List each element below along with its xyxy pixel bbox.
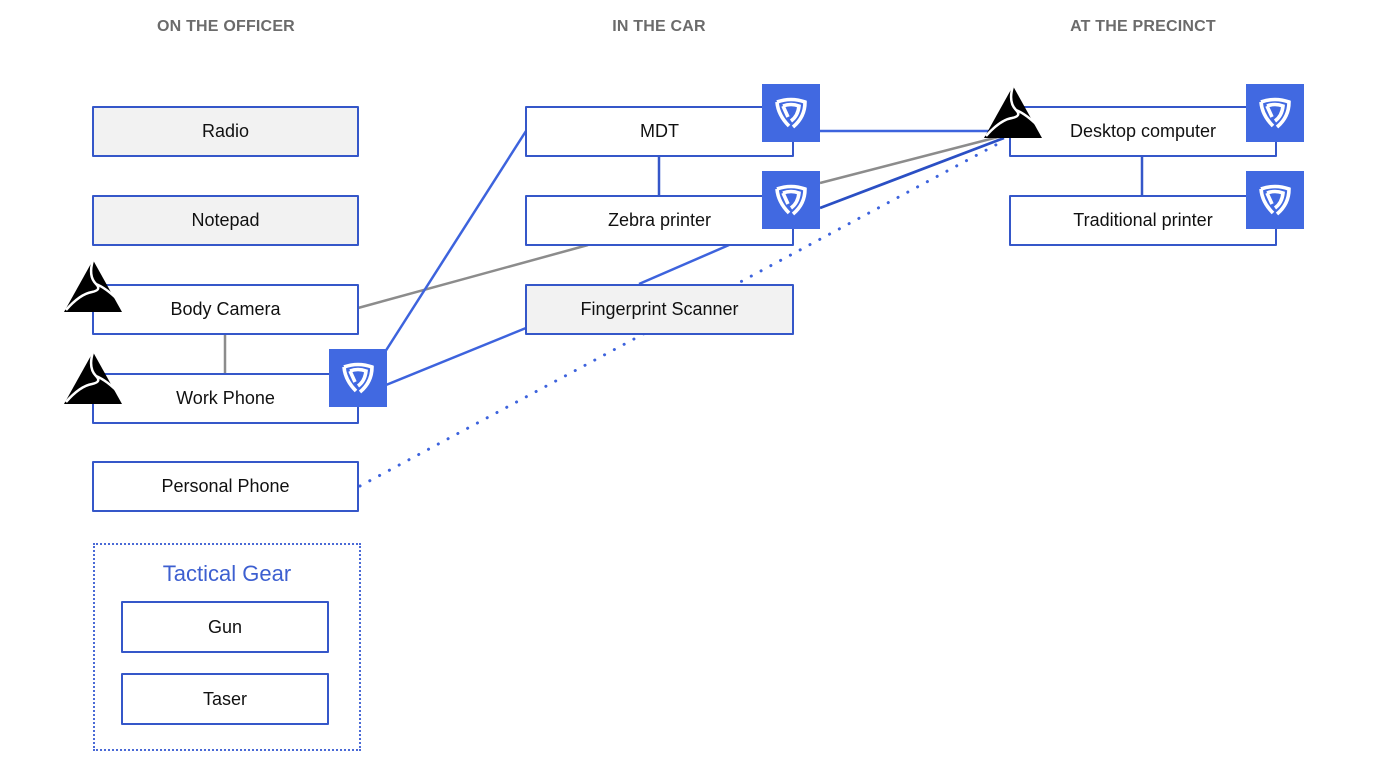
node-work-phone[interactable]: Work Phone (92, 373, 359, 424)
group-tactical-gear: Tactical Gear (93, 543, 361, 751)
node-label: Fingerprint Scanner (580, 299, 739, 319)
node-traditional-printer[interactable]: Traditional printer (1009, 195, 1277, 246)
column-header-precinct: AT THE PRECINCT (1070, 18, 1216, 35)
node-label: Personal Phone (161, 476, 290, 496)
shield-icon (1246, 84, 1304, 142)
triangle-logo-icon (64, 351, 122, 404)
node-label: Zebra printer (607, 210, 712, 230)
node-gun[interactable]: Gun (121, 601, 329, 653)
node-fingerprint-scanner[interactable]: Fingerprint Scanner (525, 284, 794, 335)
node-label: Notepad (191, 210, 260, 230)
node-radio[interactable]: Radio (92, 106, 359, 157)
node-label: MDT (640, 121, 679, 141)
node-desktop-computer[interactable]: Desktop computer (1009, 106, 1277, 157)
node-label: Traditional printer (1073, 210, 1213, 230)
node-taser[interactable]: Taser (121, 673, 329, 725)
link-zebra-desktop-blue (819, 136, 1005, 210)
node-mdt[interactable]: MDT (525, 106, 794, 157)
group-title: Tactical Gear (162, 561, 292, 586)
link-body-camera-zebra-printer (357, 243, 589, 310)
node-personal-phone[interactable]: Personal Phone (92, 461, 359, 512)
link-zebra-desktop-gray (819, 134, 1003, 185)
node-notepad[interactable]: Notepad (92, 195, 359, 246)
shield-icon (329, 349, 387, 407)
link-work-phone-mdt (383, 130, 528, 353)
node-label: Taser (202, 688, 247, 709)
node-body-camera[interactable]: Body Camera (92, 284, 359, 335)
node-label: Gun (207, 616, 243, 637)
shield-icon (762, 84, 820, 142)
node-label: Desktop computer (1069, 121, 1217, 141)
shield-icon (1246, 171, 1304, 229)
triangle-logo-icon (64, 259, 122, 312)
node-label: Radio (201, 121, 250, 141)
shield-icon (762, 171, 820, 229)
column-header-car: IN THE CAR (612, 18, 706, 35)
triangle-logo-icon (984, 85, 1042, 138)
link-work-phone-fingerprint (385, 326, 527, 387)
column-header-officer: ON THE OFFICER (157, 18, 295, 35)
node-label: Work Phone (176, 388, 275, 408)
node-zebra-printer[interactable]: Zebra printer (525, 195, 794, 246)
link-zebra-fingerprint (638, 243, 730, 286)
node-label: Body Camera (170, 299, 281, 319)
